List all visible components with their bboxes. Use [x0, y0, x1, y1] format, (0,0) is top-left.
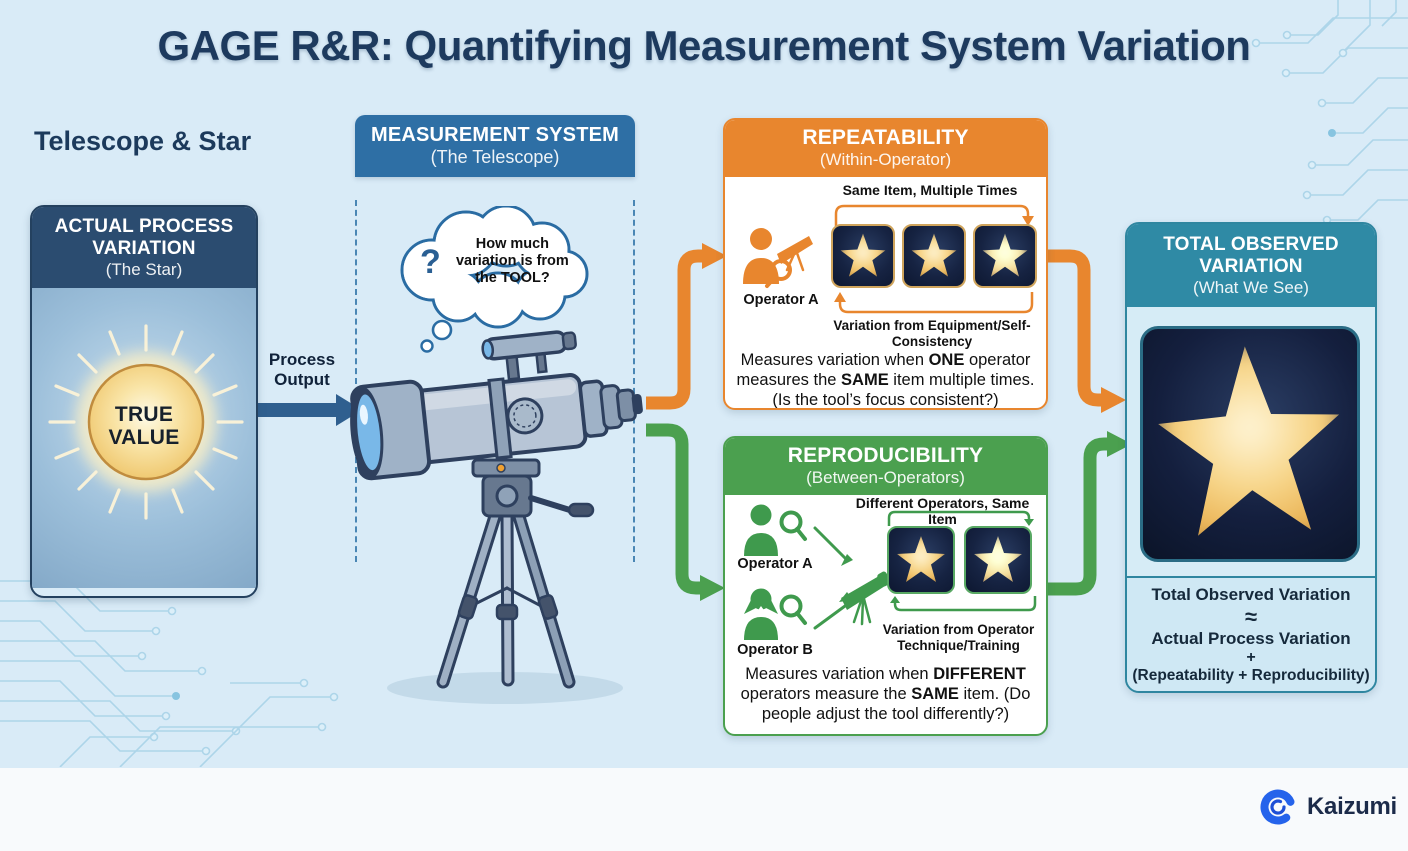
- actual-process-subtitle: (The Star): [105, 260, 183, 280]
- repeat-bracket-top: [834, 204, 1034, 226]
- measurement-system-header: MEASUREMENT SYSTEM (The Telescope): [355, 115, 635, 177]
- star-measurement-tile: [902, 224, 966, 288]
- star-measurement-tile: [973, 224, 1037, 288]
- circuit-pattern-top-right: [1251, 0, 1408, 225]
- footer-strip: [0, 768, 1408, 851]
- kaizumi-logo-icon: [1260, 789, 1296, 825]
- thought-bubble-cloud: [400, 204, 589, 353]
- repeatability-header: REPEATABILITY (Within-Operator): [725, 120, 1046, 177]
- actual-process-variation-header: ACTUAL PROCESS VARIATION (The Star): [32, 207, 256, 289]
- actual-process-body: TRUE VALUE: [32, 288, 256, 589]
- process-output-label: Process Output: [268, 350, 336, 389]
- shared-telescope-icon: [813, 526, 891, 630]
- actual-process-variation-card: ACTUAL PROCESS VARIATION (The Star): [30, 205, 258, 598]
- formula-line: Actual Process Variation: [1151, 628, 1351, 648]
- formula-line: Total Observed Variation: [1151, 584, 1351, 604]
- star-measurement-tile: [964, 526, 1032, 594]
- repeatability-to-total-arrow: [1048, 249, 1126, 413]
- question-mark-icon: ?: [420, 242, 441, 281]
- operator-b-icon: [744, 588, 807, 640]
- operator-a-label: Operator A: [737, 556, 813, 572]
- repeatability-box: REPEATABILITY (Within-Operator) Same Ite…: [723, 118, 1048, 410]
- reproducibility-subtitle: (Between-Operators): [806, 468, 965, 488]
- telescope-illustration: [350, 330, 643, 704]
- sun-icon: [48, 324, 244, 521]
- different-operators-label: Different Operators, Same Item: [855, 495, 1030, 528]
- repeatability-subtitle: (Within-Operator): [819, 150, 952, 170]
- telescope-to-repeatability-arrow: [646, 243, 727, 410]
- same-item-label: Same Item, Multiple Times: [842, 182, 1018, 198]
- operator-a-icon: [743, 228, 813, 288]
- plus-symbol: +: [1246, 648, 1256, 666]
- measurement-system-subtitle: (The Telescope): [430, 147, 560, 168]
- star-measurement-tile: [831, 224, 895, 288]
- repeat-bracket-bottom: [834, 292, 1034, 314]
- circuit-pattern-bottom-left: [0, 580, 339, 767]
- telescope-tube: [350, 330, 643, 481]
- operator-b-label: Operator B: [737, 642, 813, 658]
- operator-a-icon: [744, 504, 807, 556]
- variation-formula: Total Observed Variation ≈ Actual Proces…: [1127, 576, 1375, 691]
- formula-line: (Repeatability + Reproducibility): [1132, 666, 1370, 684]
- reproducibility-description: Measures variation when DIFFERENT operat…: [740, 665, 1031, 724]
- magnifier-icon: [779, 594, 803, 618]
- star-measurement-tile: [887, 526, 955, 594]
- brand-name: Kaizumi: [1307, 793, 1397, 820]
- reproducibility-header: REPRODUCIBILITY (Between-Operators): [725, 438, 1046, 495]
- thought-text: ? How much variation is from the TOOL?: [420, 236, 578, 287]
- repeatability-title: REPEATABILITY: [802, 126, 969, 149]
- total-observed-variation-box: TOTAL OBSERVED VARIATION (What We See) T…: [1125, 222, 1377, 693]
- repeatability-star-tiles: [831, 224, 1037, 288]
- measurement-system-body: [355, 200, 635, 562]
- reproducibility-star-tiles: [887, 526, 1032, 594]
- operator-a-label: Operator A: [743, 292, 819, 308]
- reproducibility-box: REPRODUCIBILITY (Between-Operators) Diff…: [723, 436, 1048, 736]
- reproducibility-to-total-arrow: [1048, 431, 1132, 596]
- thought-trail-bubble: [420, 339, 434, 353]
- handheld-telescope-icon: [777, 236, 813, 264]
- operator-variation-label: Variation from Operator Technique/Traini…: [882, 622, 1035, 653]
- thought-question: How much variation is from the TOOL?: [455, 236, 569, 287]
- telescope-to-reproducibility-arrow: [646, 423, 725, 601]
- approx-equals-symbol: ≈: [1244, 603, 1258, 629]
- tripod: [436, 503, 576, 689]
- total-title: TOTAL OBSERVED VARIATION: [1163, 234, 1339, 278]
- magnifier-icon: [770, 259, 792, 281]
- measurement-system-title: MEASUREMENT SYSTEM: [370, 124, 620, 146]
- repeatability-description: Measures variation when ONE operator mea…: [736, 351, 1035, 410]
- actual-process-title: ACTUAL PROCESS VARIATION: [54, 216, 234, 260]
- telescope-mount: [471, 458, 595, 518]
- true-value-label: TRUE VALUE: [108, 403, 180, 450]
- page-title: GAGE R&R: Quantifying Measurement System…: [157, 22, 1251, 69]
- reproducibility-title: REPRODUCIBILITY: [787, 444, 984, 467]
- brand-logo: Kaizumi: [1258, 787, 1397, 827]
- blurred-star-image: [1140, 326, 1360, 562]
- telescope-and-star-heading: Telescope & Star: [34, 126, 252, 156]
- repro-bracket-top: [887, 510, 1034, 526]
- finder-scope: [481, 330, 577, 381]
- magnifier-icon: [779, 510, 803, 534]
- equipment-variation-label: Variation from Equipment/Self-Consistenc…: [833, 318, 1031, 349]
- thought-bubble: ? How much variation is from the TOOL?: [390, 204, 602, 358]
- total-header: TOTAL OBSERVED VARIATION (What We See): [1127, 224, 1375, 308]
- thought-trail-bubble: [431, 319, 453, 341]
- total-subtitle: (What We See): [1193, 278, 1309, 298]
- repro-bracket-bottom: [890, 596, 1037, 612]
